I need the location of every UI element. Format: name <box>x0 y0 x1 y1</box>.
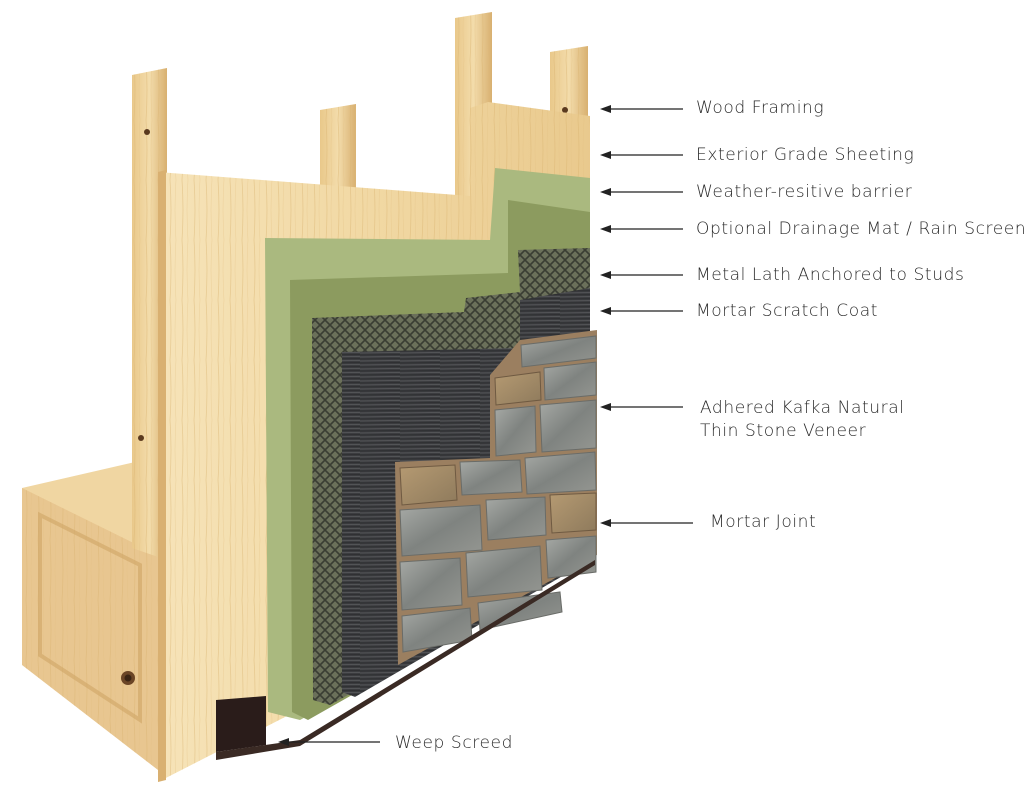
arrow-weep-screed <box>278 738 380 746</box>
label-weather-barrier: Weather-resitive barrier <box>696 182 913 202</box>
bottom-plate <box>22 462 158 770</box>
label-stone-veneer-line-2: Thin Stone Veneer <box>700 421 867 441</box>
label-metal-lath: Metal Lath Anchored to Studs <box>696 265 965 285</box>
arrow-exterior-sheeting <box>600 151 683 159</box>
leader-arrows <box>278 105 693 746</box>
label-stone-veneer: Adhered Kafka Natural Thin Stone Veneer <box>700 397 905 443</box>
weep-screed <box>216 560 595 760</box>
label-exterior-sheeting: Exterior Grade Sheeting <box>696 145 915 165</box>
arrow-drainage-mat <box>600 225 683 233</box>
label-wood-framing: Wood Framing <box>696 98 825 118</box>
arrow-mortar-joint <box>600 519 693 527</box>
arrow-metal-lath <box>600 271 683 279</box>
arrow-weather-barrier <box>600 188 683 196</box>
arrow-wood-framing <box>600 105 683 113</box>
label-mortar-joint: Mortar Joint <box>710 512 817 532</box>
arrow-stone-veneer <box>600 403 683 411</box>
label-weep-screed: Weep Screed <box>395 733 513 753</box>
stone-veneer-layer <box>395 330 597 665</box>
arrow-scratch-coat <box>600 307 683 315</box>
label-drainage-mat: Optional Drainage Mat / Rain Screen <box>696 219 1027 239</box>
label-scratch-coat: Mortar Scratch Coat <box>696 301 879 321</box>
label-stone-veneer-line-1: Adhered Kafka Natural <box>700 398 905 418</box>
